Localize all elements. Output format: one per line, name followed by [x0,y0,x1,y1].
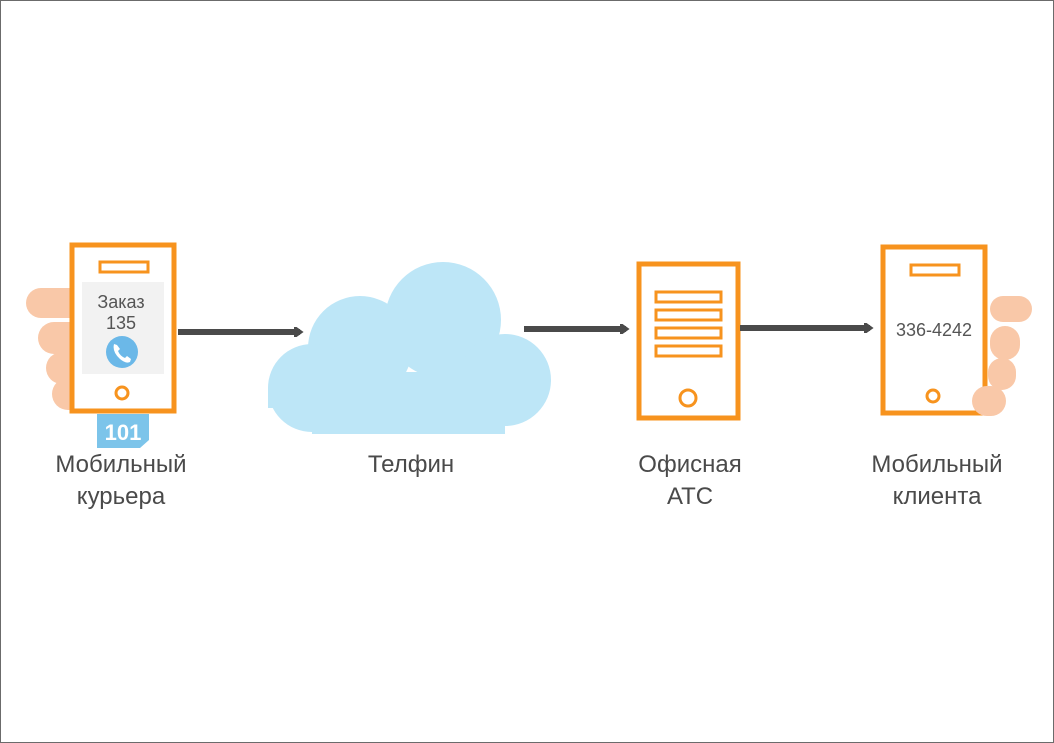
telfin-label: Телфин [368,451,454,478]
server-icon [636,261,741,421]
courier-screen-line2: 135 [106,313,136,333]
client-label-line2: клиента [893,483,983,510]
courier-label-line2: курьера [77,483,166,510]
courier-badge: 101 [97,414,149,448]
pbx-label-line2: АТС [667,483,713,510]
courier-badge-text: 101 [105,420,142,445]
phone-call-icon [106,336,138,368]
client-label-line1: Мобильный [871,451,1002,478]
client-phone: 336-4242 [880,244,1032,416]
courier-phone: Заказ 135 101 [26,242,177,448]
pbx-label-line1: Офисная [638,451,741,478]
cloud-icon [268,262,551,434]
client-screen-number: 336-4242 [896,320,972,340]
client-hand-icon [972,296,1032,416]
courier-screen-line1: Заказ [97,292,144,312]
courier-label-line1: Мобильный [55,451,186,478]
